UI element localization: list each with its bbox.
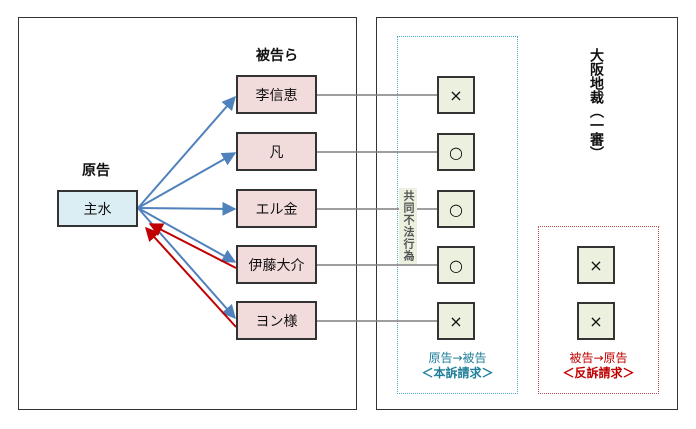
counter-result-1: ×	[577, 246, 615, 284]
main-result-4: ○	[437, 246, 475, 284]
joint-tort-label: 共同不法行為	[399, 188, 417, 264]
defendant-box-3: エル金	[236, 189, 317, 228]
defendant-box-1: 李信恵	[236, 75, 317, 114]
main-claim-name: ＜本訴請求＞	[421, 366, 494, 380]
court-title: 大阪地裁（一審）	[588, 48, 604, 160]
defendants-heading: 被告ら	[256, 48, 298, 64]
main-claim-caption: 原告→被告 ＜本訴請求＞	[397, 351, 518, 381]
counter-claim-group	[538, 226, 659, 394]
defendant-box-4: 伊藤大介	[236, 245, 317, 284]
result-connectors	[317, 94, 437, 322]
main-result-1: ×	[437, 76, 475, 114]
main-result-3: ○	[437, 190, 475, 228]
defendant-box-2: 凡	[236, 132, 317, 171]
counter-claim-caption: 被告→原告 ＜反訴請求＞	[538, 351, 659, 381]
defendant-box-5: ヨン様	[236, 301, 317, 340]
counter-claim-direction: 被告→原告	[569, 351, 628, 365]
defendant-to-plaintiff-arrows	[145, 223, 237, 328]
plaintiff-box: 主水	[57, 190, 138, 227]
main-result-5: ×	[437, 302, 475, 340]
counter-result-2: ×	[577, 302, 615, 340]
plaintiff-to-defendant-arrows	[137, 95, 237, 320]
main-claim-group	[397, 36, 518, 394]
counter-claim-name: ＜反訴請求＞	[562, 366, 635, 380]
plaintiff-heading: 原告	[82, 163, 110, 179]
right-panel	[376, 17, 678, 410]
main-result-2: ○	[437, 133, 475, 171]
main-claim-direction: 原告→被告	[428, 351, 487, 365]
